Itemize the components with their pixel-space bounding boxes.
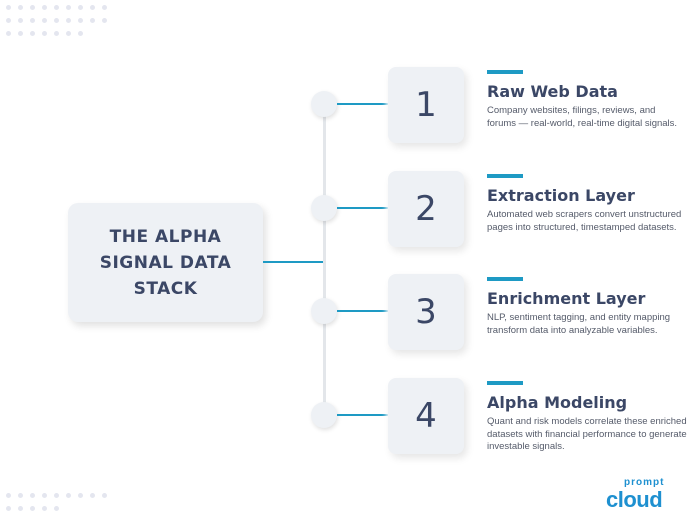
accent-bar xyxy=(487,277,523,281)
step-title: Alpha Modeling xyxy=(487,393,628,412)
dot xyxy=(18,493,23,498)
dot xyxy=(6,5,11,10)
accent-bar xyxy=(487,70,523,74)
dot xyxy=(18,31,23,36)
dot xyxy=(78,493,83,498)
dot xyxy=(78,5,83,10)
accent-bar xyxy=(487,381,523,385)
step-text: Alpha Modeling Quant and risk models cor… xyxy=(487,381,687,454)
dot xyxy=(30,5,35,10)
decorative-dots-top xyxy=(6,5,114,36)
dot xyxy=(42,5,47,10)
dot xyxy=(102,5,107,10)
step-number-box: 2 xyxy=(388,171,464,247)
step-text: Extraction Layer Automated web scrapers … xyxy=(487,174,687,234)
decorative-dots-bottom xyxy=(6,493,114,511)
dot xyxy=(78,18,83,23)
timeline-node xyxy=(311,402,337,428)
step-number-box: 1 xyxy=(388,67,464,143)
step-number-box: 3 xyxy=(388,274,464,350)
dot xyxy=(42,31,47,36)
step-text: Enrichment Layer NLP, sentiment tagging,… xyxy=(487,277,687,337)
timeline-node xyxy=(311,298,337,324)
step-connector xyxy=(337,310,388,312)
dot xyxy=(6,506,11,511)
step-number-box: 4 xyxy=(388,378,464,454)
dot xyxy=(18,18,23,23)
dot xyxy=(90,5,95,10)
dot xyxy=(66,18,71,23)
main-title: THE ALPHA SIGNAL DATA STACK xyxy=(99,226,232,299)
step-connector xyxy=(337,207,388,209)
dot xyxy=(42,506,47,511)
step-title: Raw Web Data xyxy=(487,82,618,101)
step-title: Enrichment Layer xyxy=(487,289,646,308)
dot xyxy=(42,493,47,498)
dot xyxy=(6,18,11,23)
dot xyxy=(54,493,59,498)
step-description: Quant and risk models correlate these en… xyxy=(487,416,687,452)
dot xyxy=(54,18,59,23)
step-text: Raw Web Data Company websites, filings, … xyxy=(487,70,687,130)
timeline-node xyxy=(311,91,337,117)
timeline-node xyxy=(311,195,337,221)
dot xyxy=(54,506,59,511)
step-number: 1 xyxy=(415,85,437,125)
step-description: Company websites, filings, reviews, and … xyxy=(487,105,678,129)
dot xyxy=(6,31,11,36)
logo-top-text: prompt xyxy=(624,477,665,488)
dot xyxy=(102,18,107,23)
dot xyxy=(66,493,71,498)
timeline-spine xyxy=(323,104,326,416)
promptcloud-logo: prompt cloud xyxy=(606,478,664,511)
dot xyxy=(90,493,95,498)
step-connector xyxy=(337,103,388,105)
step-number: 2 xyxy=(415,189,437,229)
dot xyxy=(30,31,35,36)
step-number: 3 xyxy=(415,292,437,332)
dot xyxy=(30,18,35,23)
dot xyxy=(18,5,23,10)
dot xyxy=(30,506,35,511)
dot xyxy=(90,18,95,23)
accent-bar xyxy=(487,174,523,178)
dot xyxy=(54,5,59,10)
dot xyxy=(18,506,23,511)
main-connector xyxy=(263,261,324,263)
step-connector xyxy=(337,414,388,416)
step-number: 4 xyxy=(415,396,437,436)
dot xyxy=(66,31,71,36)
dot xyxy=(102,493,107,498)
step-title: Extraction Layer xyxy=(487,186,635,205)
dot xyxy=(78,31,83,36)
main-title-box: THE ALPHA SIGNAL DATA STACK xyxy=(68,203,263,322)
dot xyxy=(54,31,59,36)
dot xyxy=(66,5,71,10)
dot xyxy=(30,493,35,498)
dot xyxy=(42,18,47,23)
step-description: NLP, sentiment tagging, and entity mappi… xyxy=(487,312,671,336)
dot xyxy=(6,493,11,498)
logo-bottom-text: cloud xyxy=(606,487,663,512)
step-description: Automated web scrapers convert unstructu… xyxy=(487,209,682,233)
